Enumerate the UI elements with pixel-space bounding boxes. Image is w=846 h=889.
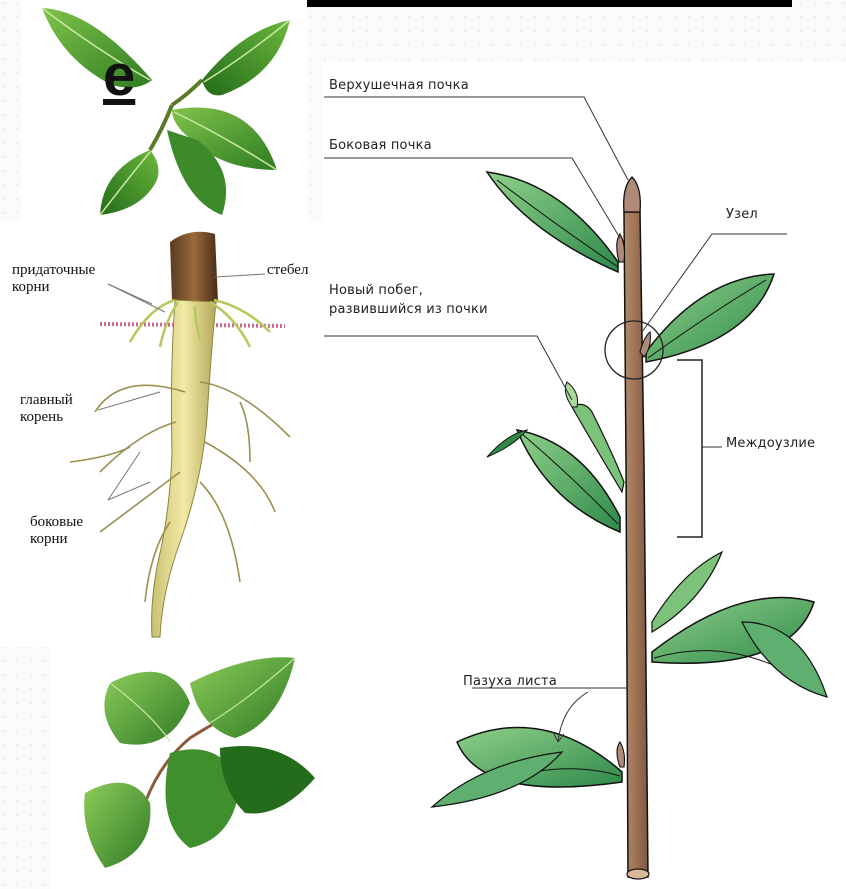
- label-lateral-roots: боковые корни: [30, 514, 83, 548]
- slide-letter: e: [103, 46, 135, 106]
- label-main-root: главный корень: [20, 392, 73, 426]
- label-internode: Междоузлие: [726, 434, 815, 453]
- label-leaf-axil: Пазуха листа: [463, 672, 557, 691]
- leafy-branch-drawing: [22, 0, 307, 222]
- label-lateral-bud: Боковая почка: [329, 136, 432, 155]
- label-new-shoot: Новый побег, развившийся из почки: [329, 281, 488, 319]
- leafy-branch-image-top: [22, 0, 307, 222]
- shoot-structure-diagram: [322, 62, 846, 889]
- leafy-branch-image-bottom: [50, 643, 325, 889]
- label-node: Узел: [726, 205, 758, 224]
- label-apical-bud: Верхушечная почка: [329, 76, 469, 95]
- linden-branch-drawing: [50, 643, 325, 889]
- shoot-drawing: [322, 62, 846, 889]
- label-adventitious-roots: придаточные корни: [12, 262, 95, 296]
- label-stem: стебел: [267, 262, 308, 279]
